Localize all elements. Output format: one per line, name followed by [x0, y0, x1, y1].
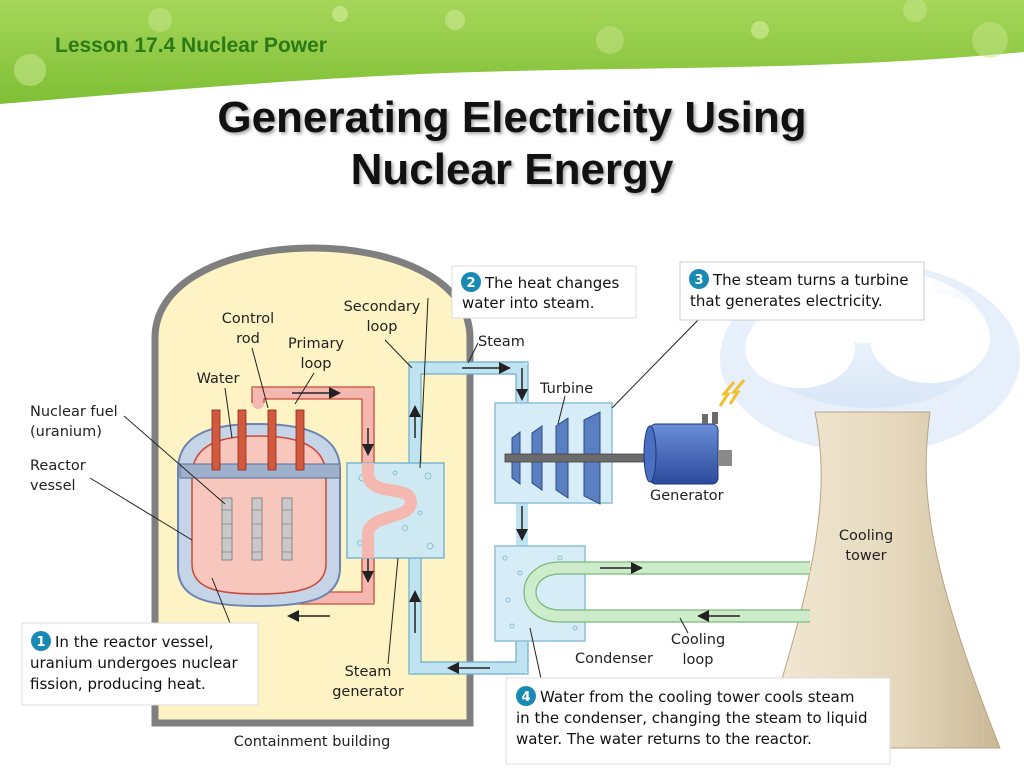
- cooling-loop-label-2: loop: [683, 652, 714, 668]
- title-line-1: Generating Electricity Using: [217, 93, 807, 142]
- step-3-number: 3: [694, 273, 703, 288]
- primary-loop-label-1: Primary: [288, 336, 344, 352]
- lesson-label: Lesson 17.4 Nuclear Power: [55, 34, 327, 57]
- step-1-badge: [31, 631, 51, 651]
- reactor-vessel-label-1: Reactor: [30, 458, 86, 474]
- step-4-line-3: water. The water returns to the reactor.: [516, 730, 812, 748]
- title-line-2: Nuclear Energy: [350, 145, 674, 194]
- step-4-callout: 4 Water from the cooling tower cools ste…: [505, 677, 891, 765]
- step-3-line-2: that generates electricity.: [690, 292, 883, 310]
- step-1-line-2: uranium undergoes nuclear: [30, 654, 238, 672]
- steam-generator-label-2: generator: [332, 684, 404, 700]
- step-2-number: 2: [466, 276, 475, 291]
- control-rod-label-1: Control: [222, 311, 274, 327]
- primary-loop-label-2: loop: [301, 356, 332, 372]
- control-rod-label-2: rod: [236, 331, 260, 347]
- control-rods: [211, 409, 305, 471]
- step-2-badge: [461, 272, 481, 292]
- step-2-line-2: water into steam.: [462, 294, 595, 312]
- turbine-label: Turbine: [539, 381, 593, 397]
- step-2-line-1: The heat changes: [484, 274, 619, 292]
- page-title: Generating Electricity Using Nuclear Ene…: [0, 92, 1024, 196]
- containment-building-label: Containment building: [234, 734, 391, 750]
- step-3-callout: 3 The steam turns a turbine that generat…: [679, 261, 925, 321]
- nuclear-power-diagram: Control rod Secondary loop Primary loop …: [21, 244, 1020, 765]
- nuclear-fuel-label-1: Nuclear fuel: [30, 404, 118, 420]
- nuclear-fuel-label-2: (uranium): [30, 424, 102, 440]
- cooling-tower: [759, 411, 1001, 749]
- fuel-rods: [221, 497, 293, 561]
- secondary-loop-label-2: loop: [367, 319, 398, 335]
- generator-label: Generator: [650, 488, 724, 504]
- header-banner: [0, 0, 1024, 104]
- step-2-callout: 2 The heat changes water into steam.: [451, 265, 637, 319]
- water-label: Water: [197, 371, 240, 387]
- step-4-number: 4: [521, 690, 530, 705]
- steam-label: Steam: [478, 334, 525, 350]
- reactor-vessel-label-2: vessel: [30, 478, 76, 494]
- step-4-line-2: in the condenser, changing the steam to …: [516, 709, 867, 727]
- condenser: [494, 545, 586, 642]
- step-1-line-1: In the reactor vessel,: [55, 633, 213, 651]
- step-3-line-1: The steam turns a turbine: [712, 271, 908, 289]
- step-3-badge: [689, 269, 709, 289]
- step-1-line-3: fission, producing heat.: [30, 675, 206, 693]
- step-1-callout: 1 In the reactor vessel, uranium undergo…: [21, 622, 259, 706]
- cooling-loop-label-1: Cooling: [671, 632, 725, 648]
- step-4-badge: [516, 686, 536, 706]
- condenser-label: Condenser: [575, 651, 653, 667]
- generator: [643, 379, 746, 485]
- step-1-number: 1: [36, 635, 45, 650]
- cooling-loop: [524, 562, 810, 622]
- secondary-loop-label-1: Secondary: [344, 299, 421, 315]
- cooling-tower-label-2: tower: [845, 548, 886, 564]
- cooling-tower-label-1: Cooling: [839, 528, 893, 544]
- steam-generator-label-1: Steam: [345, 664, 392, 680]
- step-4-line-1: Water from the cooling tower cools steam: [540, 688, 854, 706]
